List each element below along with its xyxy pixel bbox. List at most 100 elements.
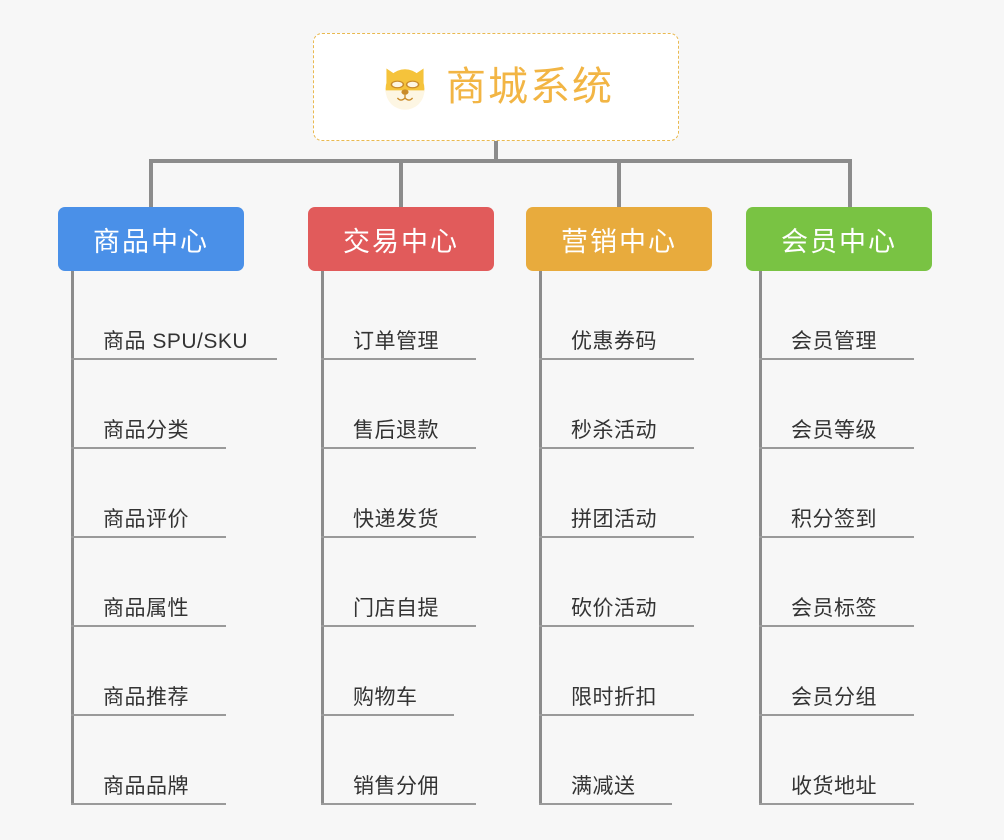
list-item-label: 售后退款 [353, 418, 439, 442]
list-item[interactable]: 商品分类 [58, 360, 288, 449]
branch-column-marketing: 营销中心 优惠券码 秒杀活动 拼团活动 砍价活动 限时折扣 [526, 207, 736, 805]
list-item-rule [71, 625, 226, 627]
list-item-rule [759, 625, 914, 627]
list-item[interactable]: 商品品牌 [58, 716, 288, 805]
branch-trunk [759, 271, 762, 805]
list-item-label: 拼团活动 [571, 507, 657, 531]
list-item-rule [759, 447, 914, 449]
root-node-content: 商城系统 [378, 60, 614, 114]
list-item[interactable]: 订单管理 [308, 271, 518, 360]
branch-column-trade: 交易中心 订单管理 售后退款 快递发货 门店自提 购物车 [308, 207, 518, 805]
list-item[interactable]: 商品评价 [58, 449, 288, 538]
list-item[interactable]: 拼团活动 [526, 449, 736, 538]
list-item-rule [321, 714, 454, 716]
branch-header-label: 会员中心 [781, 226, 897, 257]
root-node[interactable]: 商城系统 [313, 33, 679, 141]
list-item-rule [321, 447, 476, 449]
branch-items-product: 商品 SPU/SKU 商品分类 商品评价 商品属性 商品推荐 商品品牌 [58, 271, 288, 805]
list-item-rule [71, 447, 226, 449]
list-item-label: 快递发货 [353, 507, 439, 531]
list-item[interactable]: 会员分组 [746, 627, 956, 716]
list-item-label: 收货地址 [791, 774, 877, 798]
list-item-label: 商品评价 [103, 507, 189, 531]
list-item[interactable]: 优惠券码 [526, 271, 736, 360]
branch-header-trade[interactable]: 交易中心 [308, 207, 494, 271]
list-item-rule [539, 803, 672, 805]
list-item[interactable]: 快递发货 [308, 449, 518, 538]
connector-root-stem [494, 141, 498, 162]
list-item-label: 销售分佣 [353, 774, 439, 798]
list-item[interactable]: 积分签到 [746, 449, 956, 538]
list-item-rule [71, 358, 277, 360]
branch-trunk [71, 271, 74, 805]
list-item[interactable]: 商品推荐 [58, 627, 288, 716]
connector-horizontal-bus [149, 159, 852, 163]
branch-header-marketing[interactable]: 营销中心 [526, 207, 712, 271]
list-item[interactable]: 砍价活动 [526, 538, 736, 627]
branch-header-product[interactable]: 商品中心 [58, 207, 244, 271]
list-item-label: 限时折扣 [571, 685, 657, 709]
connector-drop-4 [848, 159, 852, 207]
list-item[interactable]: 会员标签 [746, 538, 956, 627]
branch-trunk [539, 271, 542, 805]
list-item[interactable]: 秒杀活动 [526, 360, 736, 449]
dog-face-icon [385, 68, 425, 110]
list-item-label: 商品 SPU/SKU [103, 329, 249, 353]
list-item[interactable]: 售后退款 [308, 360, 518, 449]
list-item-label: 商品属性 [103, 596, 189, 620]
list-item-label: 砍价活动 [571, 596, 657, 620]
list-item-label: 积分签到 [791, 507, 877, 531]
list-item[interactable]: 收货地址 [746, 716, 956, 805]
list-item[interactable]: 满减送 [526, 716, 736, 805]
branch-header-member[interactable]: 会员中心 [746, 207, 932, 271]
list-item-label: 会员分组 [791, 685, 877, 709]
list-item-rule [539, 536, 694, 538]
branch-column-product: 商品中心 商品 SPU/SKU 商品分类 商品评价 商品属性 商品推荐 [58, 207, 288, 805]
list-item[interactable]: 会员等级 [746, 360, 956, 449]
list-item-rule [759, 803, 914, 805]
list-item-rule [321, 803, 476, 805]
list-item-rule [539, 358, 694, 360]
branch-items-marketing: 优惠券码 秒杀活动 拼团活动 砍价活动 限时折扣 满减送 [526, 271, 736, 805]
list-item-label: 商品分类 [103, 418, 189, 442]
branch-column-member: 会员中心 会员管理 会员等级 积分签到 会员标签 会员分组 [746, 207, 956, 805]
list-item-rule [539, 625, 694, 627]
list-item-rule [759, 714, 914, 716]
branch-items-member: 会员管理 会员等级 积分签到 会员标签 会员分组 收货地址 [746, 271, 956, 805]
list-item-label: 优惠券码 [571, 329, 657, 353]
list-item-rule [71, 714, 226, 716]
list-item[interactable]: 购物车 [308, 627, 518, 716]
list-item[interactable]: 限时折扣 [526, 627, 736, 716]
connector-drop-3 [617, 159, 621, 207]
branch-items-trade: 订单管理 售后退款 快递发货 门店自提 购物车 销售分佣 [308, 271, 518, 805]
branch-trunk [321, 271, 324, 805]
list-item-label: 秒杀活动 [571, 418, 657, 442]
list-item[interactable]: 销售分佣 [308, 716, 518, 805]
branch-header-label: 营销中心 [561, 226, 677, 257]
list-item-rule [71, 536, 226, 538]
list-item-rule [321, 625, 476, 627]
list-item-label: 满减送 [571, 774, 636, 798]
list-item[interactable]: 门店自提 [308, 538, 518, 627]
list-item-rule [321, 536, 476, 538]
list-item-label: 会员标签 [791, 596, 877, 620]
list-item-label: 订单管理 [353, 329, 439, 353]
branch-header-label: 交易中心 [343, 226, 459, 257]
list-item[interactable]: 会员管理 [746, 271, 956, 360]
branch-header-label: 商品中心 [93, 226, 209, 257]
list-item-rule [321, 358, 476, 360]
list-item-label: 商品品牌 [103, 774, 189, 798]
list-item-label: 会员等级 [791, 418, 877, 442]
list-item-label: 购物车 [353, 685, 418, 709]
list-item-rule [539, 714, 694, 716]
list-item-rule [71, 803, 226, 805]
list-item[interactable]: 商品 SPU/SKU [58, 271, 288, 360]
connector-drop-2 [399, 159, 403, 207]
list-item-rule [759, 536, 914, 538]
root-title: 商城系统 [446, 65, 614, 109]
list-item-rule [759, 358, 914, 360]
list-item[interactable]: 商品属性 [58, 538, 288, 627]
list-item-label: 商品推荐 [103, 685, 189, 709]
connector-drop-1 [149, 159, 153, 207]
